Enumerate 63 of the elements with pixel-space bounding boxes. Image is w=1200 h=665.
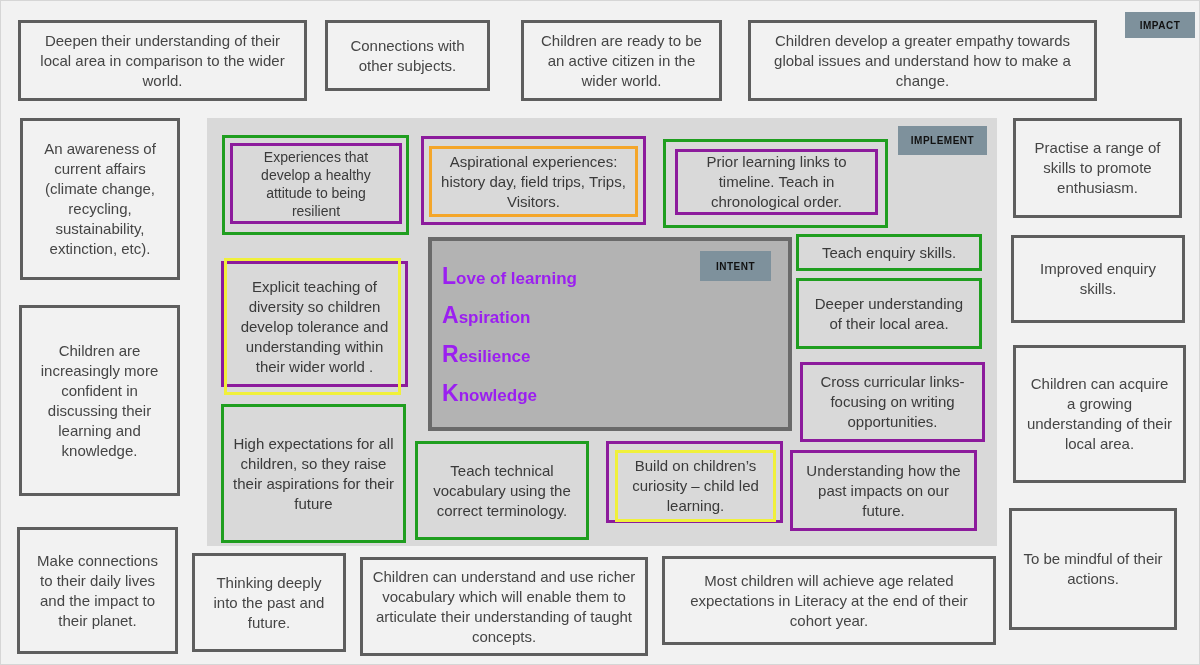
implement-box — [790, 450, 977, 531]
implement-box — [615, 450, 776, 522]
box-text: Deepen their understanding of their local area in comparison to the wider world. — [39, 30, 286, 91]
box-text: Prior learning links to timeline. Teach in chronological order. — [705, 152, 848, 212]
impact-box — [662, 556, 996, 645]
impact-box — [20, 118, 180, 280]
box-text: Teach technical vocabulary using the correct terminology. — [432, 460, 572, 521]
box-text: Explicit teaching of diversity so children develop tolerance and understanding within their wider world . — [239, 276, 390, 377]
implement-box — [230, 143, 402, 224]
box-text: Make connections to their daily lives and the impact to their planet. — [36, 550, 159, 631]
impact-box — [1013, 118, 1182, 218]
implement-box — [796, 234, 982, 271]
intent-value: Aspiration — [442, 301, 531, 330]
implement-box — [796, 278, 982, 349]
box-text: Aspirational experiences: history day, field trips, Trips, Visitors. — [441, 151, 626, 212]
section-tag: IMPACT — [1125, 12, 1195, 38]
impact-box — [1009, 508, 1177, 630]
box-text: Practise a range of skills to promote enthusiasm. — [1033, 138, 1162, 198]
box-text: Children can understand and use richer vocabulary which will enable them to articulate their understanding of taught concepts. — [372, 566, 636, 647]
outline-frame — [421, 136, 646, 225]
impact-box — [1011, 235, 1185, 323]
impact-box — [17, 527, 178, 654]
implement-box — [221, 404, 406, 543]
impact-box — [748, 20, 1097, 101]
box-text: Children are increasingly more confident in discussing their learning and knowledge. — [39, 340, 160, 461]
impact-box — [19, 305, 180, 496]
intent-value: Knowledge — [442, 379, 538, 408]
implement-box — [415, 441, 589, 540]
box-text: Connections with other subjects. — [349, 35, 466, 76]
box-text: High expectations for all children, so they raise their aspirations for their future — [233, 433, 394, 514]
outline-frame — [222, 135, 409, 235]
box-text: An awareness of current affairs (climate change, recycling, sustainability, extinction, etc). — [43, 139, 157, 259]
outline-frame — [663, 139, 888, 228]
impact-box — [18, 20, 307, 101]
section-tag: IMPLEMENT — [898, 126, 987, 155]
intent-value: Love of learning — [442, 262, 577, 291]
intent-panel — [428, 237, 792, 431]
impact-box — [1013, 345, 1186, 483]
box-text: Deeper understanding of their local area. — [813, 293, 965, 334]
implement-box — [221, 258, 408, 395]
box-text: Most children will achieve age related expectations in Literacy at the end of their cohort year. — [689, 570, 969, 631]
implement-panel — [207, 118, 997, 546]
box-text: Children can acquire a growing understanding of their local area. — [1025, 374, 1174, 454]
implement-box — [800, 362, 985, 442]
impact-box — [192, 553, 346, 652]
box-text: Understanding how the past impacts on our future. — [805, 460, 962, 521]
implement-box — [429, 146, 638, 217]
impact-box — [325, 20, 490, 91]
box-text: Build on children’s curiosity – child led learning. — [631, 456, 760, 516]
intent-value: Resilience — [442, 340, 531, 369]
impact-box — [360, 557, 648, 656]
box-text: Cross curricular links- focusing on writing opportunities. — [819, 372, 966, 432]
impact-box — [521, 20, 722, 101]
outline-frame — [606, 441, 783, 523]
implement-box — [675, 149, 878, 215]
box-text: Improved enquiry skills. — [1039, 259, 1157, 299]
box-text: Children develop a greater empathy towards global issues and understand how to make a change. — [773, 30, 1072, 91]
section-tag: INTENT — [700, 251, 771, 281]
box-text: Children are ready to be an active citizen in the wider world. — [540, 30, 703, 91]
box-text: Thinking deeply into the past and future. — [212, 572, 326, 633]
box-text: Experiences that develop a healthy attitude to being resilient — [260, 147, 372, 220]
box-text: Teach enquiry skills. — [821, 242, 957, 263]
box-text: To be mindful of their actions. — [1022, 549, 1164, 589]
